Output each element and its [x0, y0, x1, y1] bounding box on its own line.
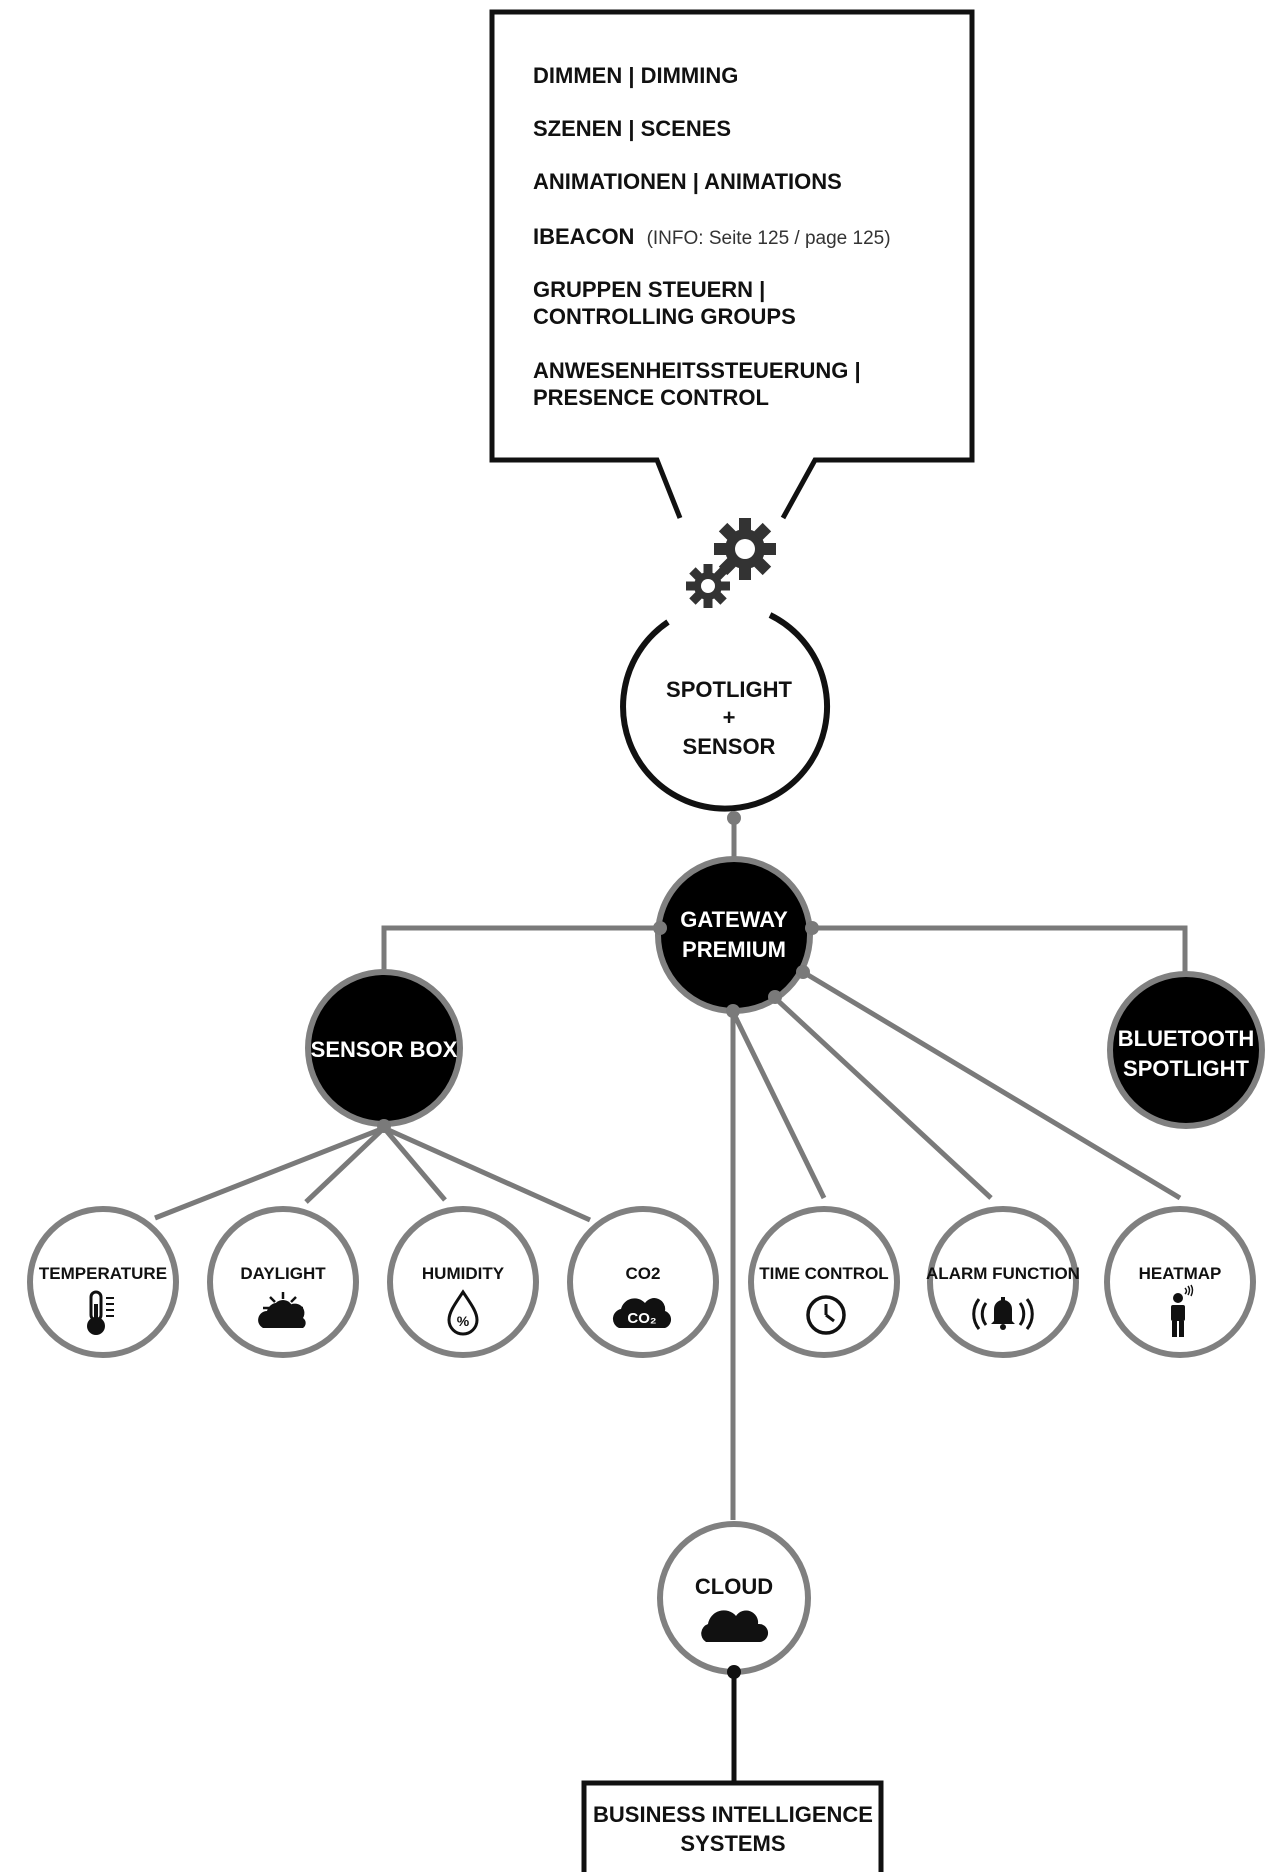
leaf-daylight: DAYLIGHT — [207, 1206, 359, 1358]
junction-dot — [377, 1119, 391, 1133]
thermometer-icon — [87, 1290, 114, 1335]
daylight-label: DAYLIGHT — [240, 1264, 326, 1283]
humidity-label: HUMIDITY — [422, 1264, 505, 1283]
gateway-label: GATEWAY — [680, 907, 788, 932]
junction-dot — [768, 990, 782, 1004]
feature-callout: DIMMEN | DIMMING SZENEN | SCENES ANIMATI… — [489, 9, 975, 520]
sun-cloud-icon — [258, 1292, 306, 1328]
temperature-label: TEMPERATURE — [39, 1264, 167, 1283]
person-heat-icon — [1171, 1284, 1194, 1337]
link-sensorbox-humidity — [382, 1126, 447, 1202]
callout-item-animations: ANIMATIONEN | ANIMATIONS — [533, 169, 842, 194]
cloud-icon — [701, 1610, 769, 1642]
junction-dot — [726, 1004, 740, 1018]
co2-cloud-icon: CO₂ — [612, 1298, 672, 1328]
alarm-function-label: ALARM FUNCTION — [926, 1264, 1080, 1283]
sensor-box-node: SENSOR BOX — [305, 969, 463, 1127]
spotlight-plus: + — [723, 705, 736, 730]
gateway-premium-node: GATEWAY PREMIUM — [655, 856, 813, 1014]
cloud-label: CLOUD — [695, 1574, 773, 1599]
spotlight-sensor-node: SPOTLIGHT + SENSOR — [620, 612, 830, 812]
heatmap-label: HEATMAP — [1139, 1264, 1222, 1283]
bi-systems-label: SYSTEMS — [680, 1831, 785, 1856]
link-gateway-bluetooth — [812, 925, 1188, 972]
gears-icon — [686, 518, 776, 608]
bi-label: BUSINESS INTELLIGENCE — [593, 1802, 873, 1827]
callout-item-groups-en: CONTROLLING GROUPS — [533, 304, 796, 329]
spotlight-label: SPOTLIGHT — [666, 677, 792, 702]
callout-item-presence: ANWESENHEITSSTEUERUNG | — [533, 358, 861, 383]
premium-label: PREMIUM — [682, 937, 786, 962]
callout-item-scenes: SZENEN | SCENES — [533, 116, 731, 141]
link-sensorbox-temperature — [154, 1125, 385, 1221]
cloud-node: CLOUD — [657, 1521, 811, 1675]
co2-icon-text: CO₂ — [627, 1310, 656, 1327]
link-gateway-heatmap — [801, 969, 1182, 1201]
alarm-bell-icon — [972, 1297, 1034, 1330]
leaf-temperature: TEMPERATURE — [27, 1206, 179, 1358]
link-sensorbox-co2 — [382, 1125, 592, 1223]
callout-item-dimming: DIMMEN | DIMMING — [533, 63, 738, 88]
leaf-time-control: TIME CONTROL — [748, 1206, 900, 1358]
link-sensorbox-daylight — [304, 1126, 386, 1204]
link-gateway-alarm — [773, 996, 993, 1200]
sensor-label: SENSOR — [683, 734, 776, 759]
clock-icon — [806, 1295, 846, 1335]
callout-item-ibeacon: IBEACON (INFO: Seite 125 / page 125) — [533, 224, 891, 249]
junction-dot — [805, 921, 819, 935]
time-control-label: TIME CONTROL — [759, 1264, 888, 1283]
water-drop-icon: % — [447, 1289, 479, 1336]
bluetooth-spotlight-node: BLUETOOTH SPOTLIGHT — [1107, 971, 1265, 1129]
link-gateway-sensorbox — [381, 925, 660, 970]
sensor-box-label: SENSOR BOX — [311, 1037, 458, 1062]
link-gateway-timecontrol — [730, 1010, 827, 1200]
co2-label: CO2 — [626, 1264, 661, 1283]
bluetooth-label: BLUETOOTH — [1118, 1026, 1254, 1051]
junction-dot-cloud — [727, 1665, 741, 1679]
bluetooth-spotlight-label: SPOTLIGHT — [1123, 1056, 1249, 1081]
ibeacon-info: (INFO: Seite 125 / page 125) — [647, 228, 891, 249]
callout-item-groups: GRUPPEN STEUERN | — [533, 277, 765, 302]
leaf-humidity: HUMIDITY % — [387, 1206, 539, 1358]
junction-dot — [796, 965, 810, 979]
junction-dot — [727, 811, 741, 825]
junction-dots — [377, 811, 819, 1133]
callout-outline — [489, 9, 975, 520]
leaf-heatmap: HEATMAP — [1104, 1206, 1256, 1358]
spotlight-ring — [620, 612, 830, 812]
leaf-alarm-function: ALARM FUNCTION — [926, 1206, 1080, 1358]
junction-dot — [653, 921, 667, 935]
callout-item-presence-en: PRESENCE CONTROL — [533, 385, 769, 410]
svg-text:%: % — [457, 1313, 470, 1329]
ibeacon-label: IBEACON — [533, 224, 634, 249]
leaf-co2: CO2 CO₂ — [567, 1206, 719, 1358]
business-intelligence-box: BUSINESS INTELLIGENCE SYSTEMS — [581, 1780, 884, 1872]
